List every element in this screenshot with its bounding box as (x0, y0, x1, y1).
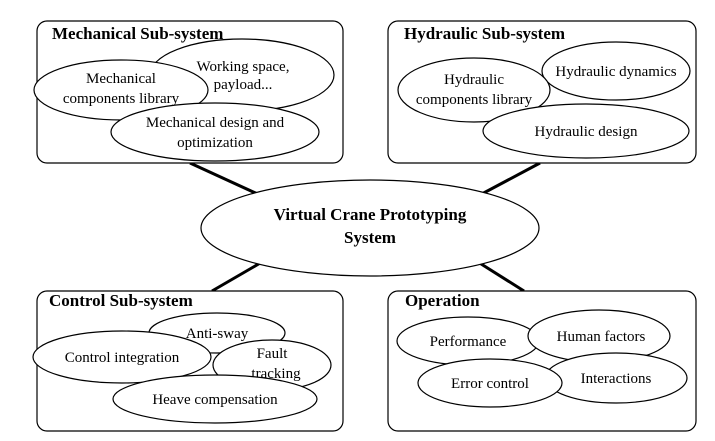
connector-hydraulic (477, 161, 541, 198)
control-antisway-label: Anti-sway (186, 326, 249, 342)
hydraulic-dynamics-label: Hydraulic dynamics (555, 64, 676, 80)
central-system-node (200, 179, 540, 277)
control-integration-node (32, 330, 212, 384)
operation-human-factors-label: Human factors (557, 329, 646, 345)
operation-error-control-node (417, 358, 563, 408)
hydraulic-subsystem: Hydraulic Sub-system Hydraulic dynamics … (387, 20, 697, 164)
connector-mechanical (189, 161, 263, 198)
central-system: Virtual Crane Prototyping System (200, 179, 540, 277)
control-integration-label: Control integration (65, 350, 180, 366)
operation-interactions-label: Interactions (581, 371, 652, 387)
hydraulic-library-line1: Hydraulic (444, 72, 504, 88)
connector-control (211, 260, 263, 293)
central-system-line1: Virtual Crane Prototyping (274, 205, 467, 224)
mechanical-working-space-line1: Working space, (197, 59, 290, 75)
operation-error-control-label: Error control (451, 376, 529, 392)
operation-subsystem: Operation Performance Human factors Inte… (387, 290, 697, 432)
mechanical-library-line1: Mechanical (86, 71, 156, 87)
mechanical-design-node (110, 102, 320, 162)
hydraulic-library-line2: components library (416, 92, 533, 108)
control-heave-label: Heave compensation (152, 392, 278, 408)
operation-title: Operation (405, 291, 480, 310)
hydraulic-dynamics-node (541, 41, 691, 101)
hydraulic-design-node (482, 103, 690, 159)
connector-operation (477, 260, 525, 293)
control-fault-line1: Fault (257, 346, 289, 362)
mechanical-title: Mechanical Sub-system (52, 24, 223, 43)
control-heave-node (112, 374, 318, 424)
mechanical-working-space-line2: payload... (214, 77, 273, 93)
mechanical-design-line2: optimization (177, 135, 253, 151)
operation-performance-label: Performance (430, 334, 507, 350)
control-subsystem: Control Sub-system Anti-sway Control int… (32, 290, 344, 432)
mechanical-library-line2: components library (63, 91, 180, 107)
hydraulic-design-label: Hydraulic design (535, 124, 638, 140)
hydraulic-title: Hydraulic Sub-system (404, 24, 565, 43)
control-title: Control Sub-system (49, 291, 193, 310)
hydraulic-library-node (397, 57, 551, 123)
central-system-line2: System (344, 228, 396, 247)
mechanical-subsystem: Mechanical Sub-system Working space, pay… (33, 20, 344, 164)
mechanical-design-line1: Mechanical design and (146, 115, 285, 131)
